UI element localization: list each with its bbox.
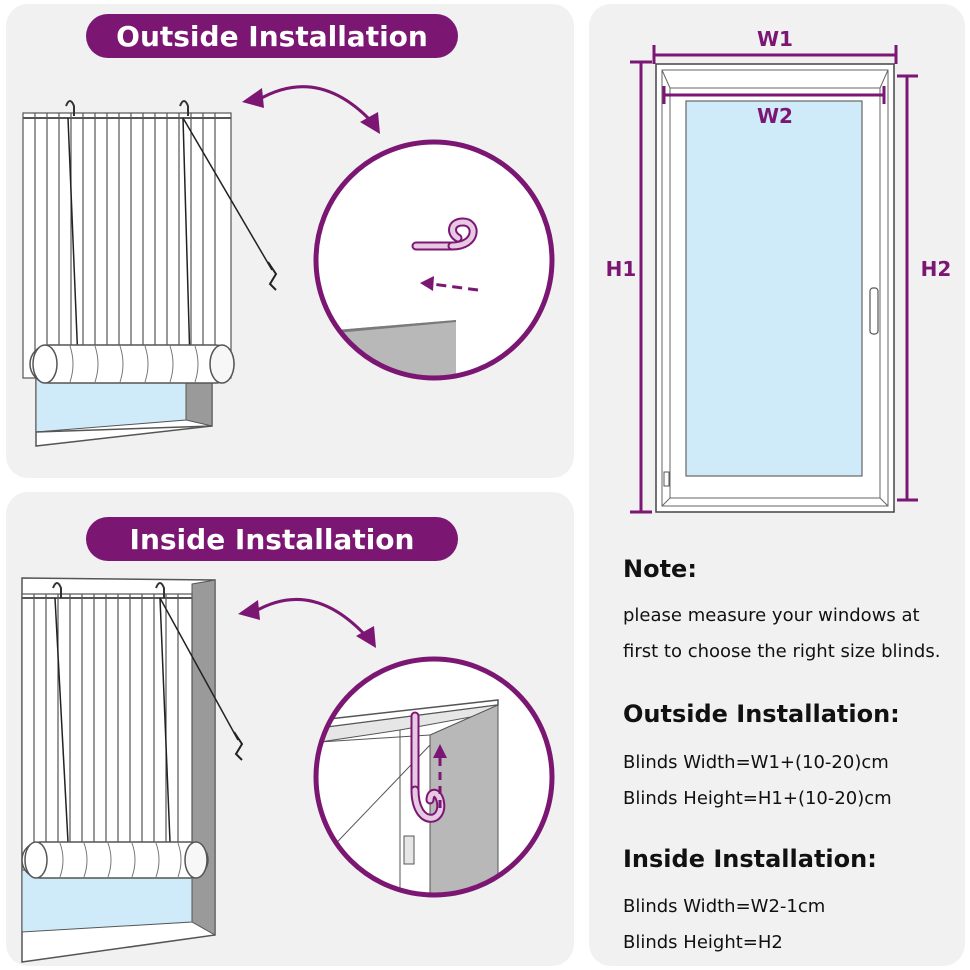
- curved-arrow-icon: [242, 85, 380, 134]
- inside-installation-title: Inside Installation: [86, 517, 458, 561]
- note-line-2: first to choose the right size blinds.: [623, 641, 941, 662]
- window-handle: [869, 287, 879, 335]
- label-w2: W2: [757, 104, 793, 128]
- window-drawing: [655, 63, 895, 513]
- label-w1: W1: [757, 27, 793, 51]
- measurement-labels: W1 W2 H1 H2: [606, 27, 952, 281]
- outside-blind-roll: [29, 344, 235, 384]
- inside-blind: [21, 582, 244, 857]
- outside-height-formula: Blinds Height=H1+(10-20)cm: [623, 788, 892, 809]
- dashed-arrow-icon: [433, 744, 447, 808]
- inside-formula-heading: Inside Installation:: [623, 845, 877, 873]
- label-h1: H1: [606, 257, 637, 281]
- screw-hook-icon: [411, 217, 478, 251]
- outside-width-formula: Blinds Width=W1+(10-20)cm: [623, 752, 889, 773]
- label-h2: H2: [921, 257, 952, 281]
- dashed-arrow-icon: [420, 276, 479, 292]
- measurement-lines: [630, 45, 918, 514]
- inside-blind-roll: [21, 841, 209, 879]
- outside-formula-heading: Outside Installation:: [623, 700, 900, 728]
- inside-width-formula: Blinds Width=W2-1cm: [623, 896, 826, 917]
- curved-arrow-icon: [238, 598, 376, 648]
- note-line-1: please measure your windows at: [623, 605, 920, 626]
- outside-zoom-circle: [313, 139, 555, 381]
- inside-height-formula: Blinds Height=H2: [623, 932, 783, 953]
- note-heading: Note:: [623, 555, 697, 583]
- inside-zoom-circle: [313, 656, 555, 898]
- outside-installation-title: Outside Installation: [86, 14, 458, 58]
- outside-blind: [22, 100, 278, 379]
